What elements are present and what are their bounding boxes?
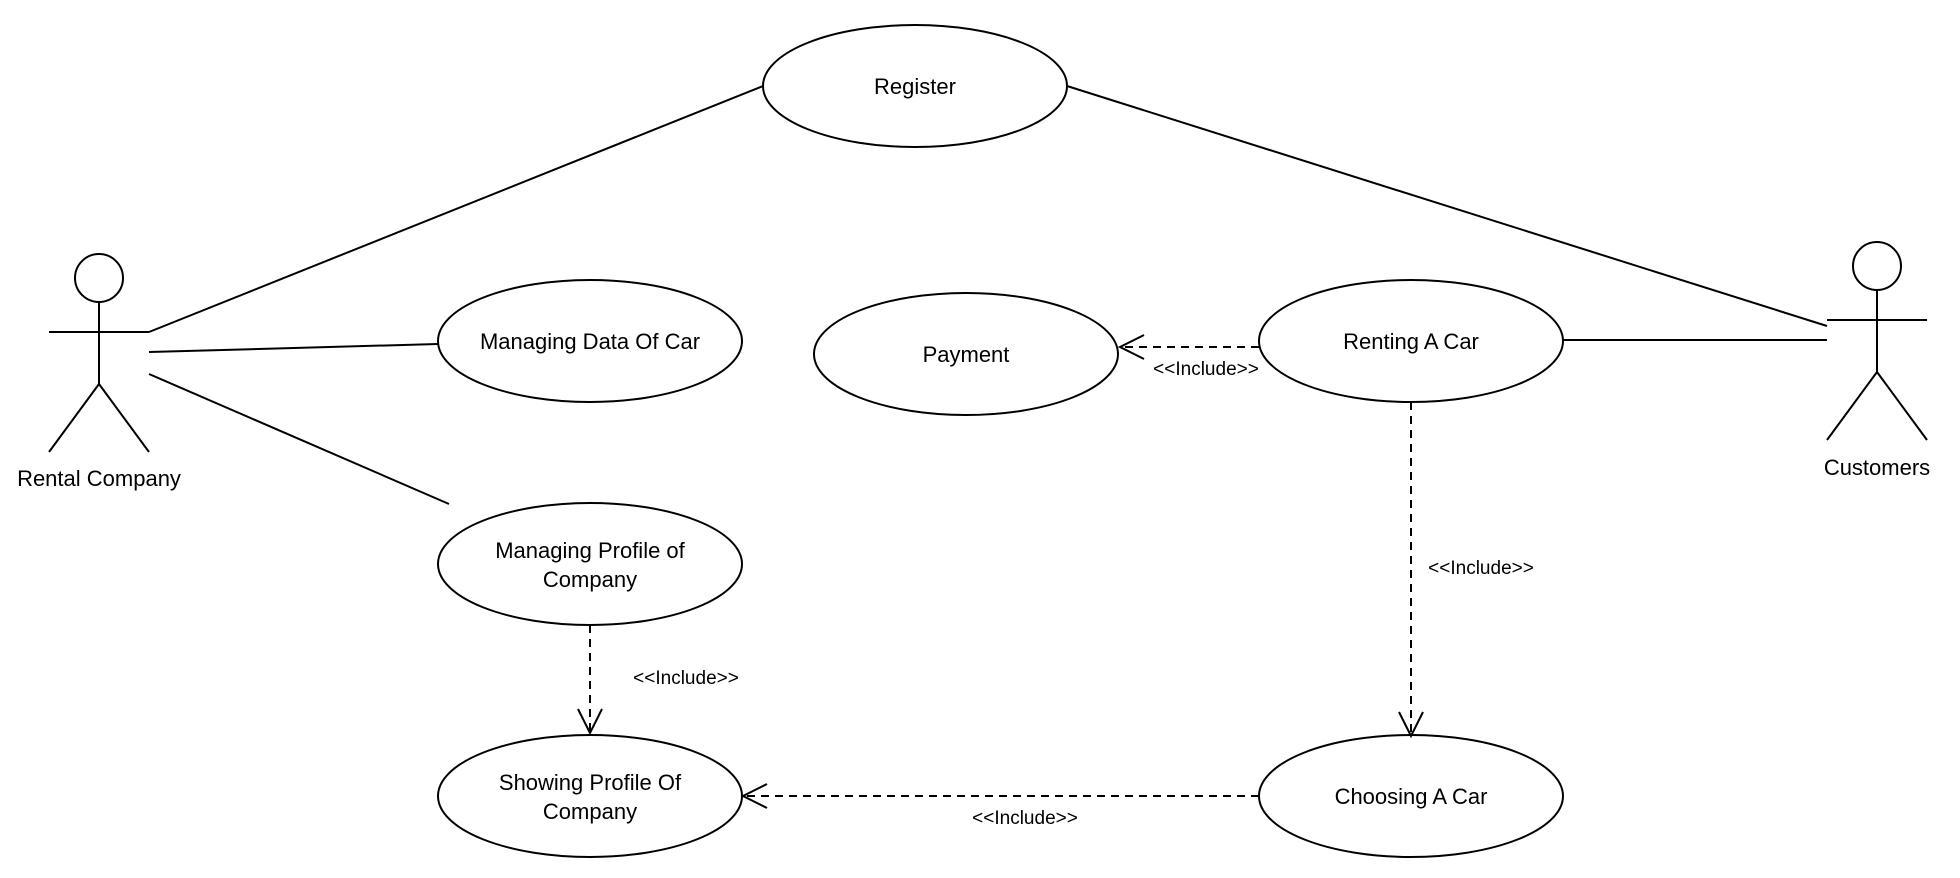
include-renting-choosing: <<Include>> bbox=[1398, 402, 1534, 739]
use-case-label-line1: Showing Profile Of bbox=[499, 770, 682, 795]
use-case-ellipse bbox=[437, 279, 743, 403]
association-rental-managing-data bbox=[148, 343, 439, 353]
use-case-payment: Payment bbox=[813, 292, 1119, 416]
use-case-label: Register bbox=[874, 74, 956, 99]
actor-label-rental-company: Rental Company bbox=[17, 466, 181, 491]
use-case-label: Payment bbox=[923, 342, 1010, 367]
association-rental-managing-profile bbox=[148, 373, 450, 505]
use-case-label: Managing Data Of Car bbox=[480, 329, 700, 354]
use-case-ellipse bbox=[437, 502, 743, 626]
include-renting-payment: <<Include>> bbox=[1117, 334, 1259, 380]
actor-head bbox=[74, 253, 124, 303]
actor-left-leg bbox=[1826, 371, 1878, 441]
open-arrowhead bbox=[577, 708, 603, 736]
actor-head bbox=[1852, 241, 1902, 291]
use-case-ellipse bbox=[762, 24, 1068, 148]
open-arrowhead bbox=[1117, 334, 1145, 360]
use-case-choosing-a-car: Choosing A Car bbox=[1258, 734, 1564, 858]
include-choosing-showing: <<Include>> bbox=[740, 783, 1259, 829]
include-label: <<Include>> bbox=[1153, 359, 1259, 380]
actor-left-leg bbox=[48, 383, 100, 453]
include-label: <<Include>> bbox=[1428, 558, 1534, 579]
use-case-label: Choosing A Car bbox=[1335, 784, 1488, 809]
use-case-showing-profile-of-company: Showing Profile Of Company bbox=[437, 734, 743, 858]
use-case-ellipse bbox=[437, 734, 743, 858]
use-case-label: Renting A Car bbox=[1343, 329, 1479, 354]
open-arrowhead bbox=[1398, 711, 1424, 739]
use-case-label-line1: Managing Profile of bbox=[495, 538, 685, 563]
use-case-managing-profile-of-company: Managing Profile of Company bbox=[437, 502, 743, 626]
include-managing-showing: <<Include>> bbox=[577, 625, 739, 736]
use-case-label-line2: Company bbox=[543, 567, 637, 592]
use-case-register: Register bbox=[762, 24, 1068, 148]
actor-rental-company: Rental Company bbox=[17, 253, 181, 491]
actor-customers: Customers bbox=[1824, 241, 1930, 480]
use-case-renting-a-car: Renting A Car bbox=[1258, 279, 1564, 403]
association-customers-register bbox=[1066, 85, 1828, 327]
actor-right-leg bbox=[98, 383, 150, 453]
use-case-label-line2: Company bbox=[543, 799, 637, 824]
include-label: <<Include>> bbox=[972, 808, 1078, 829]
use-case-managing-data-of-car: Managing Data Of Car bbox=[437, 279, 743, 403]
include-label: <<Include>> bbox=[633, 668, 739, 689]
actor-right-leg bbox=[1876, 371, 1928, 441]
use-case-ellipse bbox=[813, 292, 1119, 416]
open-arrowhead bbox=[740, 783, 768, 809]
actor-label-customers: Customers bbox=[1824, 455, 1930, 480]
association-rental-register bbox=[148, 85, 764, 333]
